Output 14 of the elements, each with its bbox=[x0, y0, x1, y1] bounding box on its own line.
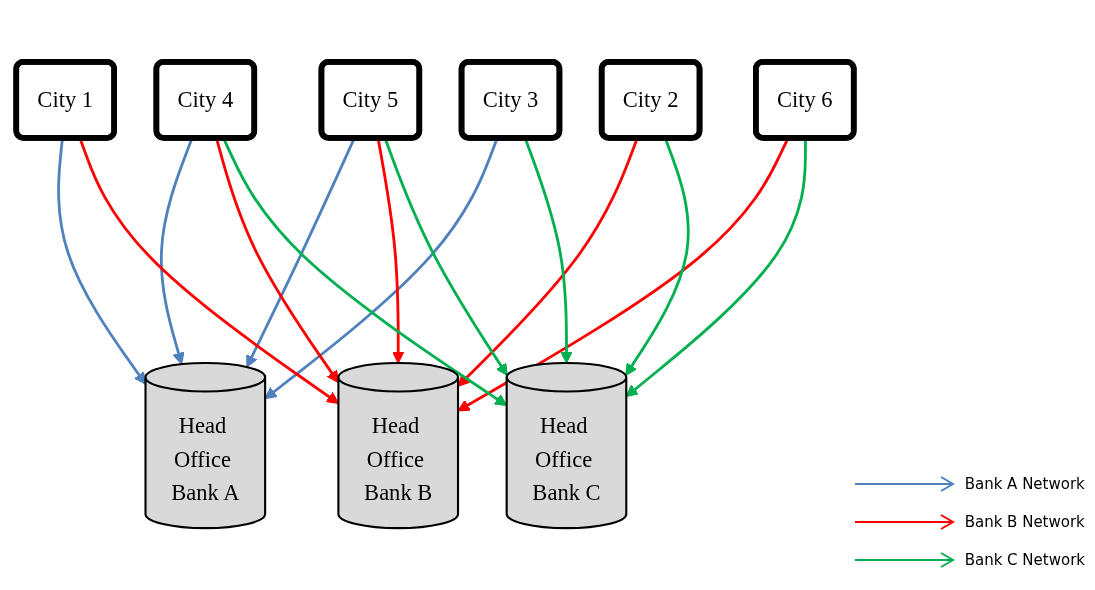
arrow bbox=[625, 138, 690, 376]
arrow bbox=[383, 138, 508, 376]
arrow bbox=[78, 138, 339, 404]
legend-label: Bank C Network bbox=[964, 551, 1085, 569]
arrow bbox=[57, 138, 147, 385]
arrow bbox=[159, 138, 194, 365]
arrow bbox=[215, 138, 339, 384]
legend-label: Bank B Network bbox=[964, 513, 1085, 531]
arrow bbox=[457, 138, 639, 387]
arrow bbox=[625, 138, 807, 398]
legend-label: Bank A Network bbox=[964, 475, 1085, 493]
arrow bbox=[264, 138, 499, 400]
arrow bbox=[524, 138, 573, 364]
arrow bbox=[376, 138, 405, 364]
